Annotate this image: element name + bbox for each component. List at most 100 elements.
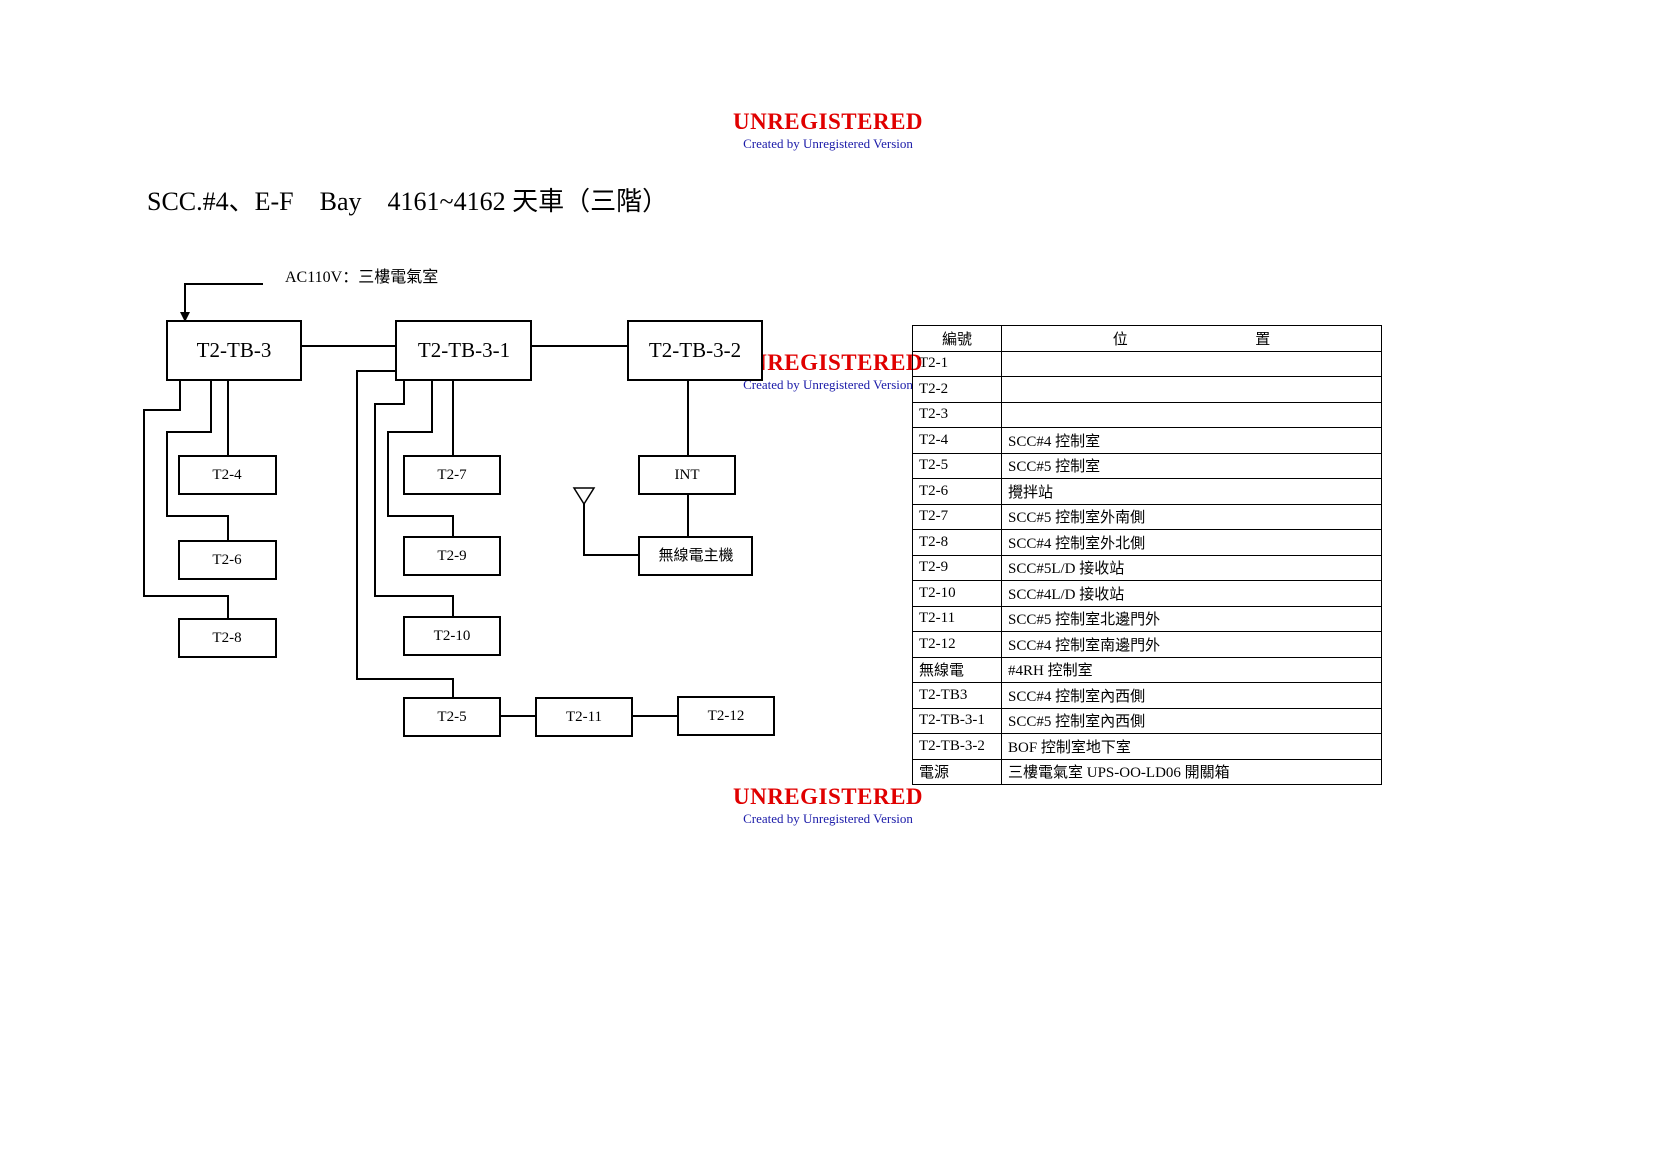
node-label-t10: T2-10 <box>434 628 471 644</box>
table-cell-id: T2-TB3 <box>912 682 1002 709</box>
node-labels: T2-TB-3 T2-TB-3-1 T2-TB-3-2 T2-4 T2-6 T2… <box>197 338 745 725</box>
table-cell-location: 三樓電氣室 UPS-OO-LD06 開關箱 <box>1001 758 1382 785</box>
watermark-subtitle: Created by Unregistered Version <box>743 377 913 392</box>
node-box-int <box>638 455 736 495</box>
column-header-location-part: 位 <box>1112 331 1128 348</box>
watermark-title: UNREGISTERED <box>732 350 924 375</box>
node-label-tb31: T2-TB-3-1 <box>418 338 510 362</box>
column-header-location: 位 置 <box>1001 325 1382 352</box>
table-header-row: 編號 位 置 <box>912 325 1382 352</box>
table-cell-id: T2-5 <box>912 452 1002 479</box>
table-cell-id: T2-12 <box>912 631 1002 658</box>
power-source-label: AC110V：三樓電氣室 <box>285 269 439 286</box>
table-cell-id: T2-1 <box>912 350 1002 377</box>
node-box-radio <box>638 536 753 576</box>
node-box-t5 <box>403 697 501 737</box>
node-label-tb32: T2-TB-3-2 <box>649 338 741 362</box>
node-label-radio: 無線電主機 <box>658 547 733 564</box>
table-cell-location: SCC#5 控制室外南側 <box>1001 503 1382 530</box>
table-cell-location: SCC#4L/D 接收站 <box>1001 580 1382 607</box>
table-cell-id: 無線電 <box>912 656 1002 683</box>
table-cell-location <box>1001 350 1382 377</box>
table-cell-location <box>1001 401 1382 428</box>
table-row: T2-1 <box>912 350 1382 377</box>
watermark-middle: UNREGISTERED Created by Unregistered Ver… <box>678 349 978 394</box>
table-cell-id: T2-3 <box>912 401 1002 428</box>
column-header-id: 編號 <box>912 325 1002 352</box>
table-cell-location: SCC#5 控制室北邊門外 <box>1001 605 1382 632</box>
table-row: 無線電#4RH 控制室 <box>912 656 1382 683</box>
node-label-t4: T2-4 <box>212 467 242 483</box>
table-row: 電源三樓電氣室 UPS-OO-LD06 開關箱 <box>912 758 1382 785</box>
node-box-t9 <box>403 536 501 576</box>
table-row: T2-3 <box>912 401 1382 428</box>
table-cell-id: 電源 <box>912 758 1002 785</box>
node-box-t8 <box>178 618 277 658</box>
watermark-subtitle: Created by Unregistered Version <box>743 811 913 826</box>
table-cell-id: T2-7 <box>912 503 1002 530</box>
page-title: SCC.#4、E-F Bay 4161~4162 天車（三階） <box>147 187 669 216</box>
table-row: T2-2 <box>912 376 1382 403</box>
node-box-t7 <box>403 455 501 495</box>
table-cell-location: #4RH 控制室 <box>1001 656 1382 683</box>
table-cell-location: SCC#4 控制室內西側 <box>1001 682 1382 709</box>
node-box-tb32 <box>627 320 763 381</box>
table-cell-id: T2-2 <box>912 376 1002 403</box>
table-cell-id: T2-TB-3-2 <box>912 733 1002 760</box>
watermark-top: UNREGISTERED Created by Unregistered Ver… <box>678 108 978 153</box>
antenna-icon <box>572 487 596 506</box>
table-cell-id: T2-8 <box>912 529 1002 556</box>
table-cell-location: SCC#4 控制室 <box>1001 427 1382 454</box>
node-box-t4 <box>178 455 277 495</box>
node-label-t9: T2-9 <box>437 548 466 564</box>
node-label-t11: T2-11 <box>566 709 602 725</box>
table-cell-id: T2-10 <box>912 580 1002 607</box>
watermark-title: UNREGISTERED <box>732 109 924 134</box>
table-cell-location: SCC#4 控制室外北側 <box>1001 529 1382 556</box>
node-box-t10 <box>403 616 501 656</box>
watermark-title: UNREGISTERED <box>732 784 924 809</box>
node-boxes <box>166 320 775 737</box>
node-label-t8: T2-8 <box>212 630 241 646</box>
node-label-tb3: T2-TB-3 <box>197 338 272 362</box>
table-cell-location <box>1001 376 1382 403</box>
node-box-t11 <box>535 697 633 737</box>
node-box-t6 <box>178 540 277 580</box>
node-box-tb3 <box>166 320 302 381</box>
node-box-t12 <box>677 696 775 736</box>
node-label-t7: T2-7 <box>437 467 467 483</box>
column-header-location-part: 置 <box>1255 331 1271 348</box>
table-cell-id: T2-4 <box>912 427 1002 454</box>
watermark-bottom: UNREGISTERED Created by Unregistered Ver… <box>678 783 978 828</box>
node-label-int: INT <box>675 467 700 483</box>
table-cell-location: SCC#5L/D 接收站 <box>1001 554 1382 581</box>
connector-lines <box>143 283 689 717</box>
node-label-t12: T2-12 <box>708 708 745 724</box>
table-cell-id: T2-TB-3-1 <box>912 707 1002 734</box>
table-cell-id: T2-11 <box>912 605 1002 632</box>
table-cell-location: SCC#5 控制室 <box>1001 452 1382 479</box>
watermark-subtitle: Created by Unregistered Version <box>743 136 913 151</box>
node-label-t6: T2-6 <box>212 552 242 568</box>
node-label-t5: T2-5 <box>437 709 466 725</box>
table-cell-location: SCC#5 控制室內西側 <box>1001 707 1382 734</box>
table-cell-id: T2-9 <box>912 554 1002 581</box>
table-cell-location: SCC#4 控制室南邊門外 <box>1001 631 1382 658</box>
table-cell-location: BOF 控制室地下室 <box>1001 733 1382 760</box>
table-cell-id: T2-6 <box>912 478 1002 505</box>
table-cell-location: 攪拌站 <box>1001 478 1382 505</box>
